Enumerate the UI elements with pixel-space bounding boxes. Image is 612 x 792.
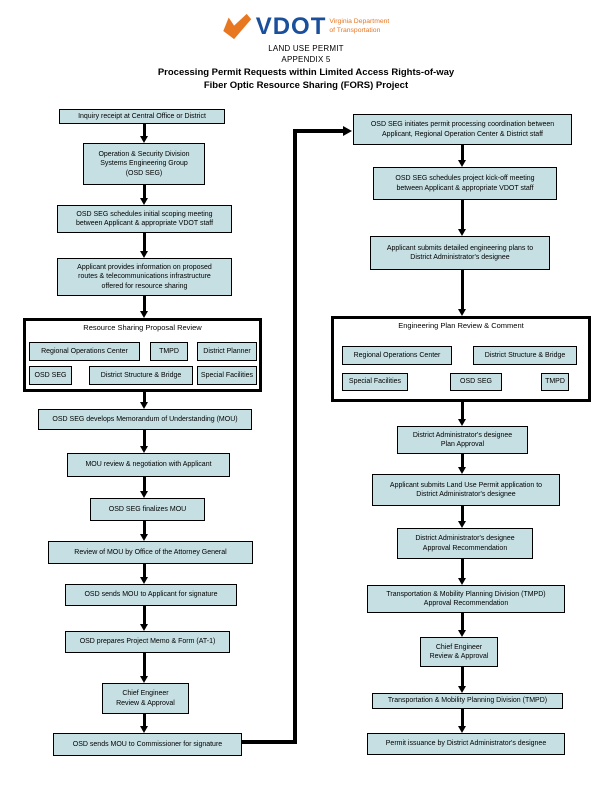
arrow-down-icon — [457, 630, 466, 637]
page-title-line1: Processing Permit Requests within Limite… — [157, 67, 455, 78]
flow-node-r3: Applicant submits detailed engineering p… — [370, 236, 550, 270]
flow-arrow-stem — [142, 477, 146, 492]
arrow-down-icon — [139, 534, 148, 541]
flow-arrow-stem — [142, 233, 146, 252]
flow-arrow-stem — [142, 564, 146, 578]
connector-arrow-icon — [343, 126, 352, 136]
flow-node-l3: OSD SEG schedules initial scoping meetin… — [57, 205, 232, 233]
arrow-down-icon — [139, 446, 148, 453]
arrow-down-icon — [457, 686, 466, 693]
arrow-down-icon — [457, 467, 466, 474]
flow-arrow-stem — [460, 559, 464, 579]
connector-segment — [297, 129, 343, 133]
flow-arrow-stem — [142, 430, 146, 447]
flow-arrow-stem — [460, 145, 464, 161]
arrow-down-icon — [139, 402, 148, 409]
arrow-down-icon — [139, 577, 148, 584]
flow-node-r9: Transportation & Mobility Planning Divis… — [372, 693, 563, 709]
flow-node-l5: OSD SEG develops Memorandum of Understan… — [38, 409, 252, 430]
flow-node-r7: Transportation & Mobility Planning Divis… — [367, 585, 565, 613]
flow-arrow-stem — [142, 185, 146, 199]
flow-node-r2: OSD SEG schedules project kick-off meeti… — [373, 167, 557, 200]
flow-subnode: OSD SEG — [450, 373, 502, 391]
flow-subnode: District Structure & Bridge — [89, 366, 193, 385]
flow-node-r6: District Administrator's designee Approv… — [397, 528, 533, 559]
doc-type-text: LAND USE PERMIT — [268, 44, 344, 53]
vdot-tagline-line1: Virginia Department — [329, 18, 390, 26]
vdot-tagline-line2: of Transportation — [329, 26, 381, 34]
arrow-down-icon — [457, 726, 466, 733]
flow-subnode: District Structure & Bridge — [473, 346, 577, 365]
flow-arrow-stem — [460, 200, 464, 230]
flow-arrow-stem — [142, 714, 146, 727]
arrow-down-icon — [139, 311, 148, 318]
arrow-down-icon — [139, 251, 148, 258]
flow-subnode: Special Facilities — [342, 373, 408, 391]
page-title-line2: Fiber Optic Resource Sharing (FORS) Proj… — [203, 80, 409, 91]
flow-subnode: Regional Operations Center — [342, 346, 452, 365]
flow-node-l12: OSD sends MOU to Commissioner for signat… — [53, 733, 242, 756]
arrow-down-icon — [457, 309, 466, 316]
vdot-swoosh-icon — [223, 13, 252, 40]
connector-segment — [242, 740, 297, 744]
flow-arrow-stem — [142, 653, 146, 677]
arrow-down-icon — [139, 136, 148, 143]
flow-arrow-stem — [142, 392, 146, 403]
flow-arrow-stem — [142, 124, 146, 137]
appendix-text: APPENDIX 5 — [281, 55, 331, 64]
flow-node-l7: OSD SEG finalizes MOU — [90, 498, 205, 521]
flow-arrow-stem — [142, 296, 146, 312]
flow-arrow-stem — [460, 613, 464, 631]
flow-node-l1: Inquiry receipt at Central Office or Dis… — [59, 109, 225, 124]
flow-arrow-stem — [460, 402, 464, 420]
flow-arrow-stem — [460, 454, 464, 468]
flow-subnode: TMPD — [541, 373, 569, 391]
arrow-down-icon — [139, 726, 148, 733]
flow-subnode: District Planner — [197, 342, 257, 361]
flow-container-resource-sharing-proposal-review — [23, 318, 262, 392]
flow-subnode: Special Facilities — [197, 366, 257, 385]
flow-arrow-stem — [142, 606, 146, 625]
flow-subnode: Regional Operations Center — [29, 342, 140, 361]
flow-node-l9: OSD sends MOU to Applicant for signature — [65, 584, 237, 606]
arrow-down-icon — [139, 624, 148, 631]
flow-node-r5: Applicant submits Land Use Permit applic… — [372, 474, 560, 506]
flow-node-r8: Chief Engineer Review & Approval — [420, 637, 498, 667]
arrow-down-icon — [457, 578, 466, 585]
flow-node-l6: MOU review & negotiation with Applicant — [67, 453, 230, 477]
flow-node-l11: Chief Engineer Review & Approval — [102, 683, 189, 714]
arrow-down-icon — [139, 198, 148, 205]
flow-node-r10: Permit issuance by District Administrato… — [367, 733, 565, 755]
vdot-brand-text: VDOT — [255, 12, 327, 40]
connector-segment — [293, 129, 297, 744]
arrow-down-icon — [457, 229, 466, 236]
arrow-down-icon — [139, 676, 148, 683]
flow-node-r4: District Administrator's designee Plan A… — [397, 426, 528, 454]
flow-arrow-stem — [142, 521, 146, 535]
arrow-down-icon — [139, 491, 148, 498]
flow-node-l10: OSD prepares Project Memo & Form (AT-1) — [65, 631, 230, 653]
flow-arrow-stem — [460, 270, 464, 310]
flow-subnode: OSD SEG — [29, 366, 72, 385]
flow-node-r1: OSD SEG initiates permit processing coor… — [353, 114, 572, 145]
flow-node-l8: Review of MOU by Office of the Attorney … — [48, 541, 253, 564]
arrow-down-icon — [457, 521, 466, 528]
flow-subnode: TMPD — [150, 342, 188, 361]
arrow-down-icon — [457, 419, 466, 426]
flow-node-l4: Applicant provides information on propos… — [57, 258, 232, 296]
flow-arrow-stem — [460, 506, 464, 522]
flow-container-title: Resource Sharing Proposal Review — [83, 323, 202, 332]
flow-arrow-stem — [460, 709, 464, 727]
flow-container-engineering-plan-review-comment — [331, 316, 591, 402]
arrow-down-icon — [457, 160, 466, 167]
flow-node-l2: Operation & Security Division Systems En… — [83, 143, 205, 185]
flow-arrow-stem — [460, 667, 464, 687]
flow-container-title: Engineering Plan Review & Comment — [398, 321, 524, 330]
